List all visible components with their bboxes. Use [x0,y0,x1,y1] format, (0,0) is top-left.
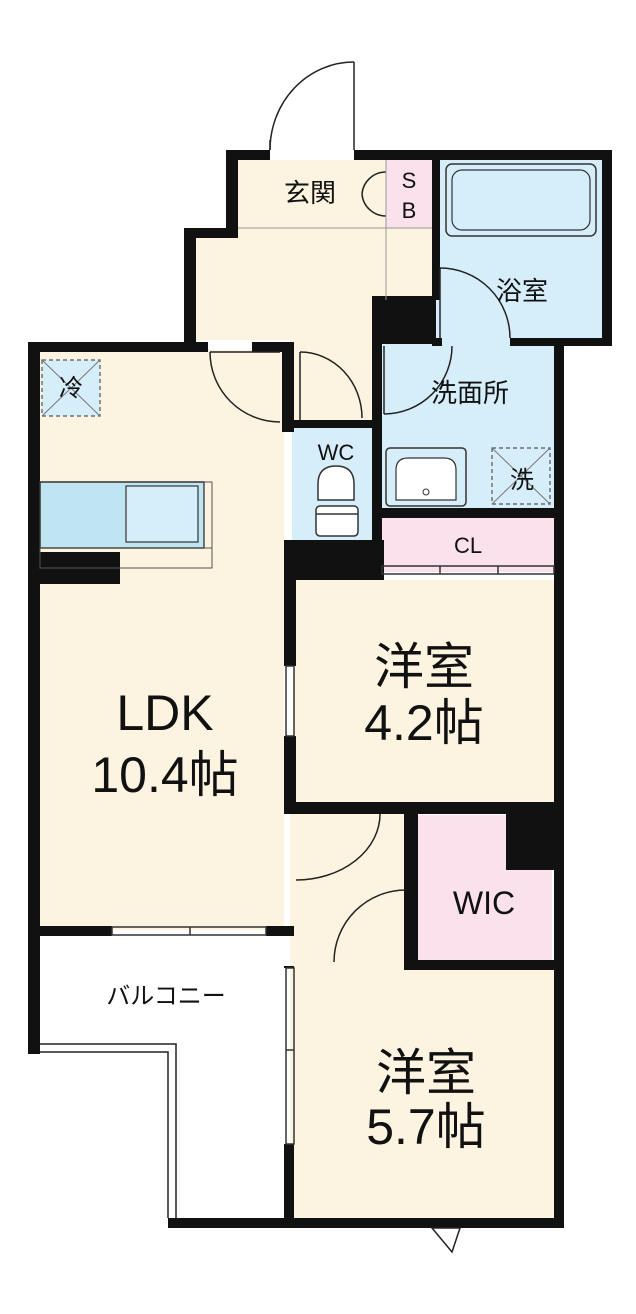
washroom-label: 洗面所 [431,378,509,408]
washroom-door-swing [383,345,453,415]
ldk-name-label: LDK [116,685,213,741]
ldk-area [40,350,284,930]
doors [209,61,511,1254]
exit-marker-icon [430,1227,462,1254]
bathroom-label: 浴室 [496,276,548,306]
closet-label: CL [454,533,482,558]
washer-label: 洗 [510,467,534,494]
balcony-rail [40,1043,177,1218]
front-door-swing [269,61,355,151]
closet-area [382,518,556,572]
room2-lower-door-swing [333,889,407,963]
bathtub-icon [445,163,597,237]
hall2-area [290,806,414,970]
floor-fills [40,160,606,1218]
shoe-box-label-s: S [402,168,417,193]
balcony-label: バルコニー [106,983,226,1010]
bath-door-swing [439,267,511,339]
labels: 玄関 S B 浴室 洗面所 洗 冷 WC CL LDK 10.4帖 洋室 4.2… [59,168,548,1155]
windows [111,565,555,1145]
toilet-label: WC [318,440,355,465]
entrance-label: 玄関 [284,178,336,208]
room2-upper-door-swing [295,813,381,881]
shoe-box-area [386,160,432,228]
room2-area [290,966,554,1218]
wc-door-swing [299,351,363,419]
walls [28,150,612,1228]
fixtures [39,163,597,569]
balcony-area [40,934,286,1218]
shoe-box-label-b: B [402,198,417,223]
wic-label: WIC [453,885,515,921]
ldk-door-swing [209,351,281,423]
wic-area [418,815,552,962]
room2-name-label: 洋室 [376,1045,476,1101]
room1-name-label: 洋室 [374,639,474,695]
room2-size-label: 5.7帖 [366,1099,486,1155]
room1-size-label: 4.2帖 [364,695,484,751]
toilet-icon [315,465,359,537]
ldk-size-label: 10.4帖 [91,747,238,803]
fridge-label: 冷 [59,375,83,402]
room1-area [294,580,556,802]
